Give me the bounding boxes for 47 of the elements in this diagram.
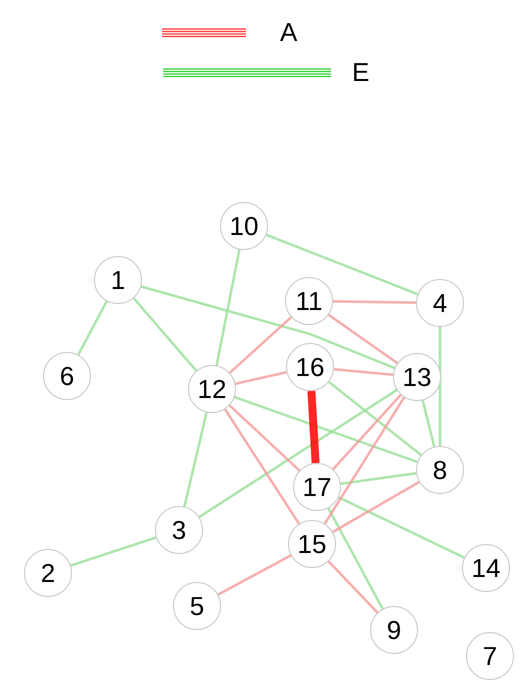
node-label: 17 [302,474,332,500]
edge-line [234,396,418,464]
node-label: 9 [386,617,402,643]
node-label: 10 [230,213,258,239]
edge-line [327,508,384,610]
edge-line [235,371,287,385]
edge-line [422,400,436,447]
node-label: 4 [432,290,448,316]
node-label: 1 [110,267,126,293]
edge-line [307,390,320,464]
edge-line [332,394,402,470]
edge-line [183,412,208,507]
edge-line [140,285,396,370]
edge-line [215,249,241,366]
edge-line [340,472,416,485]
edge-line [338,496,465,559]
edge-line [328,560,378,614]
edge-line [332,300,416,304]
edge-line [228,404,300,472]
node-label: 5 [190,593,204,619]
edge-line [228,316,292,374]
edge-line [332,480,420,534]
edge-line [328,380,422,456]
edge-line [70,536,157,567]
edge-line [218,554,292,596]
edge-line [198,388,398,518]
node-label: 11 [296,288,322,314]
legend-label: A [280,19,298,45]
edge-line [334,368,394,376]
node-label: 2 [40,560,56,586]
node-label: 8 [432,457,448,483]
edge-line [132,297,198,372]
edge-line [266,234,418,296]
edge-line [328,314,398,364]
node-label: 14 [472,555,500,581]
node-label: 13 [402,364,432,390]
node-label: 3 [172,517,186,543]
node-label: 7 [482,643,498,669]
node-label: 6 [60,363,74,389]
edge-line [438,327,442,446]
edge-line [224,408,300,525]
edge-line [77,300,108,356]
node-label: 15 [298,531,326,557]
edge-line [324,396,406,524]
node-label: 16 [296,354,324,380]
node-label: 12 [198,376,226,402]
legend-label: E [352,59,370,85]
